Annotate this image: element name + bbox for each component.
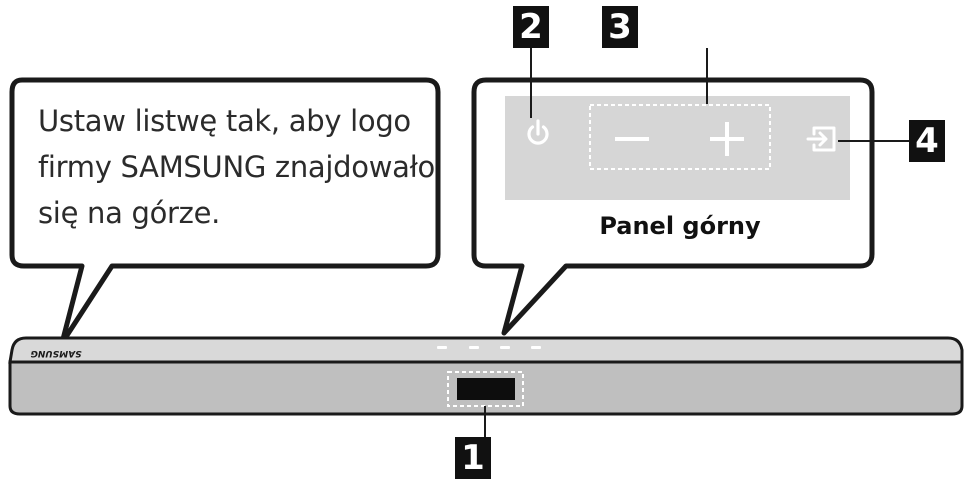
badge-3: 3 (602, 6, 638, 48)
badge-4: 4 (909, 120, 945, 162)
left-callout-bubble (9, 77, 441, 346)
front-display (457, 378, 515, 400)
badge-2: 2 (513, 6, 549, 48)
soundbar-logo: SAMSUNG (30, 348, 81, 358)
volume-controls-highlight (589, 104, 771, 170)
top-panel (505, 96, 850, 200)
soundbar-top-face (8, 336, 964, 364)
callout-line-1: Ustaw listwę tak, aby logo (38, 104, 411, 138)
top-panel-caption: Panel górny (599, 212, 761, 240)
callout-text: Ustaw listwę tak, aby logo firmy SAMSUNG… (38, 98, 435, 236)
soundbar-top-buttons (437, 346, 541, 349)
plus-icon (710, 122, 744, 156)
callout-line-3: się na górze. (38, 196, 221, 230)
input-icon (806, 126, 836, 152)
badge-1: 1 (455, 437, 491, 479)
front-display-highlight (447, 371, 524, 407)
callout-line-2: firmy SAMSUNG znajdowało (38, 150, 435, 184)
power-icon (527, 119, 549, 145)
